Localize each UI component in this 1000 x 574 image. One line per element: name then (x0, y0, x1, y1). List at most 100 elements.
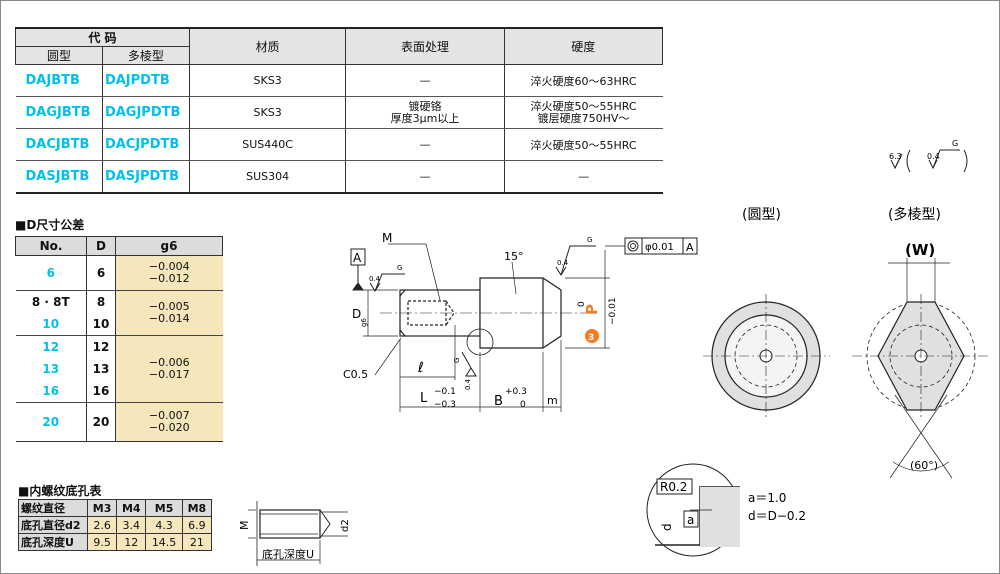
hardness: — (503, 160, 663, 194)
l-tol-top: −0.1 (434, 387, 456, 397)
table-row: DAJBTB DAJPDTB SKS3 — 淬火硬度60～63HRC (15, 64, 663, 97)
header-round: 圆型 (15, 46, 103, 65)
round-label: (圆型) (742, 207, 781, 223)
legend-04: 0.4 (927, 152, 940, 161)
d-tolerance-title: ■D尺寸公差 (15, 218, 85, 232)
roughness-symbol-legend (890, 149, 968, 173)
code-poly[interactable]: DAGJPDTB (101, 96, 190, 129)
legend-63: 6.3 (889, 152, 902, 161)
l-label: L (420, 391, 428, 406)
a-box-label: a (687, 513, 694, 527)
chamfer-label: C0.5 (343, 368, 368, 381)
g6-lower: −0.014 (148, 312, 190, 325)
hole-m: M (238, 521, 251, 531)
legend-g: G (952, 139, 958, 148)
code-round[interactable]: DAGJBTB (15, 96, 103, 129)
dia-cell: 2.6 (86, 516, 118, 534)
material: SKS3 (188, 64, 346, 97)
header-no: No. (15, 236, 87, 256)
m-label: M (382, 231, 392, 245)
depth-cell: 14.5 (145, 533, 183, 551)
b-tol-top: +0.3 (505, 387, 527, 397)
d-cell: 20 (86, 402, 116, 442)
surface: — (345, 128, 505, 161)
header-material: 材质 (188, 27, 347, 65)
surface-line2: 厚度3μm以上 (390, 111, 460, 125)
col-m3: M3 (86, 499, 118, 517)
b-label: B (494, 394, 503, 409)
roughness-symbol (461, 351, 477, 377)
poly-label: (多棱型) (888, 206, 941, 223)
poly-end-view (852, 258, 990, 479)
no-cell[interactable]: 8 · 8T (15, 290, 87, 313)
d-cell: 10 (86, 313, 116, 336)
material: SUS440C (188, 128, 346, 161)
table-row: DASJBTB DASJPDTB SUS304 — — (15, 160, 663, 194)
tapped-hole-sketch (248, 501, 348, 566)
no-cell[interactable]: 12 (15, 335, 87, 358)
hardness: 淬火硬度50～55HRC (503, 128, 663, 161)
r3-g: G (453, 358, 461, 363)
round-end-view (703, 294, 830, 418)
thread-table-title: ■内螺纹底孔表 (18, 484, 102, 498)
r1-g: G (397, 264, 402, 272)
dimension-lines (363, 243, 610, 412)
table-row: 螺纹直径 M3 M4 M5 M8 (18, 499, 213, 517)
r02-box (656, 478, 693, 495)
d-cell: 13 (86, 358, 116, 380)
d-sub: g6 (360, 318, 368, 327)
surface-line1: 镀硬铬 (408, 99, 442, 113)
g6-cell: −0.005−0.014 (115, 290, 223, 336)
hole-u: 底孔深度U (262, 547, 314, 561)
hardness: 淬火硬度60～63HRC (503, 64, 663, 97)
p-label: P (583, 304, 601, 315)
d-tolerance-table: No. D g6 6 6 −0.004−0.012 8 · 8T 8 −0.00… (15, 236, 223, 442)
roughness-symbol (369, 273, 405, 292)
l-tol-bot: −0.3 (434, 400, 456, 410)
code-round[interactable]: DASJBTB (15, 160, 103, 194)
depth-cell: 12 (116, 533, 147, 551)
r2-04: 0.4 (557, 259, 569, 267)
d-cell: 6 (86, 255, 116, 291)
no-cell[interactable]: 10 (42, 317, 60, 331)
header-surface: 表面处理 (345, 27, 505, 65)
d-value: d＝D−0.2 (748, 509, 806, 523)
a-box (683, 510, 699, 528)
depth-cell: 9.5 (86, 533, 118, 551)
part-side-view (399, 277, 562, 356)
datum-a: A (353, 251, 362, 265)
roughness-symbol (555, 245, 596, 276)
material: SKS3 (188, 96, 346, 129)
surface: — (345, 64, 505, 97)
no-cell[interactable]: 13 (42, 362, 60, 376)
p-tol-bot: −0.01 (608, 297, 618, 325)
code-poly[interactable]: DASJPDTB (101, 160, 190, 194)
d-box-label: d (660, 523, 674, 531)
r02-label: R0.2 (660, 480, 687, 494)
no-cell[interactable]: 16 (42, 384, 60, 398)
p-tol-top: 0 (577, 301, 587, 307)
ell-label: ℓ (417, 360, 424, 376)
d-cell: 8 (86, 290, 116, 313)
concentricity-icon (627, 240, 639, 252)
d-cell: 16 (86, 380, 116, 403)
code-poly[interactable]: DACJPDTB (101, 128, 190, 161)
code-round[interactable]: DACJBTB (15, 128, 103, 161)
g6-upper: −0.006 (148, 356, 190, 369)
a-value: a＝1.0 (748, 491, 786, 505)
table-row: 6 6 −0.004−0.012 (15, 255, 223, 291)
code-round[interactable]: DAJBTB (15, 64, 103, 97)
r3-04: 0.4 (464, 378, 472, 390)
no-cell[interactable]: 20 (15, 402, 87, 442)
table-row: 13 13 (16, 358, 223, 380)
p-badge-icon (585, 329, 599, 343)
angle-label: (60°) (910, 459, 938, 472)
no-cell[interactable]: 6 (15, 255, 87, 291)
m2-label: m (547, 394, 558, 407)
header-g6: g6 (115, 236, 223, 256)
concentric-datum: A (686, 241, 694, 254)
code-poly[interactable]: DAJPDTB (101, 64, 190, 97)
hole-d2: d2 (340, 519, 351, 532)
thread-table: 螺纹直径 M3 M4 M5 M8 底孔直径d2 2.6 3.4 4.3 6.9 … (18, 499, 213, 551)
